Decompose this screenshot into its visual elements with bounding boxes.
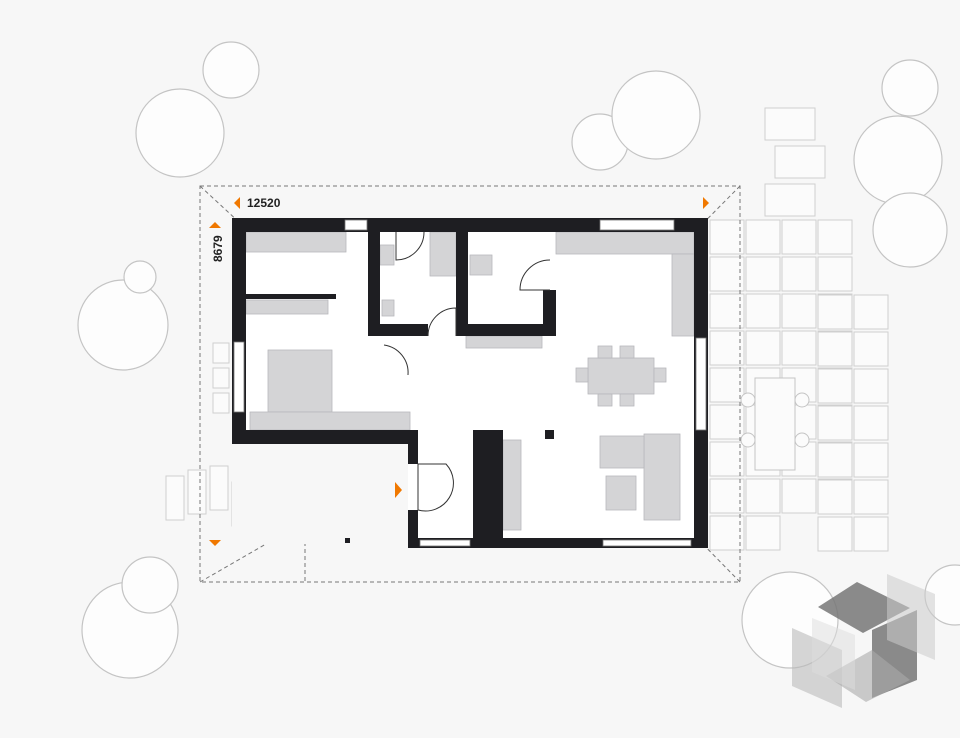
paving-tile <box>709 256 745 292</box>
paving-tile <box>745 256 781 292</box>
paving-tile <box>853 442 889 478</box>
chair <box>619 345 635 359</box>
bench <box>249 411 411 431</box>
chair <box>597 393 613 407</box>
paving-tile <box>853 294 889 330</box>
doors <box>383 231 551 512</box>
paving-tile <box>781 219 817 255</box>
paving-tile <box>781 330 817 366</box>
paving-tile <box>745 293 781 329</box>
bed <box>267 349 333 413</box>
window <box>602 539 692 547</box>
paving-tile <box>709 441 745 477</box>
paving-tile <box>817 405 853 441</box>
chair <box>653 367 667 383</box>
paving-tile <box>781 256 817 292</box>
tree-icon <box>853 115 943 205</box>
dining-table <box>587 357 655 395</box>
paving-tile <box>764 183 816 217</box>
dimension-markers <box>209 197 709 546</box>
paving-tile <box>165 475 185 521</box>
arrow-left-icon <box>234 197 240 209</box>
paving-tile <box>187 469 207 515</box>
arrow-down-icon <box>209 540 221 546</box>
chair <box>619 393 635 407</box>
toilet <box>381 299 395 317</box>
paving-tile <box>745 478 781 514</box>
paving-tile <box>745 515 781 551</box>
paving-tile <box>212 367 230 389</box>
kitchen-counter-side <box>671 253 695 337</box>
width-dimension: 12520 <box>247 196 281 210</box>
tree-icon <box>202 41 260 99</box>
tv-unit <box>502 439 522 531</box>
arrow-up-icon <box>209 222 221 228</box>
tree-icon <box>611 70 701 160</box>
paving-tile <box>745 219 781 255</box>
trees <box>77 41 960 679</box>
cube-logo-icon <box>792 574 935 708</box>
paving-tile <box>817 256 853 292</box>
armchair <box>605 475 637 511</box>
paving-tile <box>709 404 745 440</box>
wardrobe-2 <box>245 299 329 315</box>
tree-icon <box>77 279 169 371</box>
window <box>599 219 675 231</box>
tree-icon <box>123 260 157 294</box>
window <box>344 219 368 231</box>
paving-tile <box>817 516 853 552</box>
paving-tile <box>774 145 826 179</box>
shower <box>429 231 457 277</box>
paving-tile <box>781 478 817 514</box>
paving-tile <box>212 342 230 364</box>
chair <box>597 345 613 359</box>
paving-tile <box>817 442 853 478</box>
paving-tile <box>709 367 745 403</box>
paving-tile <box>781 293 817 329</box>
paving-tile <box>764 107 816 141</box>
sofa-seat <box>599 435 645 469</box>
paving-tile <box>209 465 229 511</box>
arrow-right-icon <box>395 482 402 498</box>
window <box>419 539 471 547</box>
paving-tile <box>212 392 230 414</box>
window <box>233 341 245 413</box>
tree-icon <box>872 192 948 268</box>
paving-tile <box>817 219 853 255</box>
tree-icon <box>881 59 939 117</box>
tree-icon <box>135 88 225 178</box>
paving-tile <box>709 330 745 366</box>
wardrobe <box>245 231 347 253</box>
paving-tile <box>853 331 889 367</box>
paving-tile <box>853 516 889 552</box>
terrace-table <box>740 377 810 471</box>
paving-tile <box>709 478 745 514</box>
furniture <box>245 231 695 531</box>
sofa-hall <box>465 335 543 349</box>
paving-tile <box>709 515 745 551</box>
paving-tile <box>853 479 889 515</box>
paving-tile <box>817 294 853 330</box>
paving-tile <box>853 405 889 441</box>
paving-tile <box>817 479 853 515</box>
windows <box>233 219 707 547</box>
paving-tile <box>817 368 853 404</box>
walls <box>232 218 708 548</box>
washbasin <box>379 244 395 266</box>
paving-tile <box>817 331 853 367</box>
chair <box>575 367 589 383</box>
arrow-right-icon <box>703 197 709 209</box>
paving-tile <box>745 330 781 366</box>
kitchen-counter <box>555 231 695 255</box>
depth-dimension: 8679 <box>211 235 225 262</box>
washing-machine <box>469 254 493 276</box>
paving-tile <box>709 219 745 255</box>
sofa <box>643 433 681 521</box>
window <box>695 337 707 431</box>
tree-icon <box>121 556 179 614</box>
paving-tile <box>709 293 745 329</box>
paving-tile <box>853 368 889 404</box>
